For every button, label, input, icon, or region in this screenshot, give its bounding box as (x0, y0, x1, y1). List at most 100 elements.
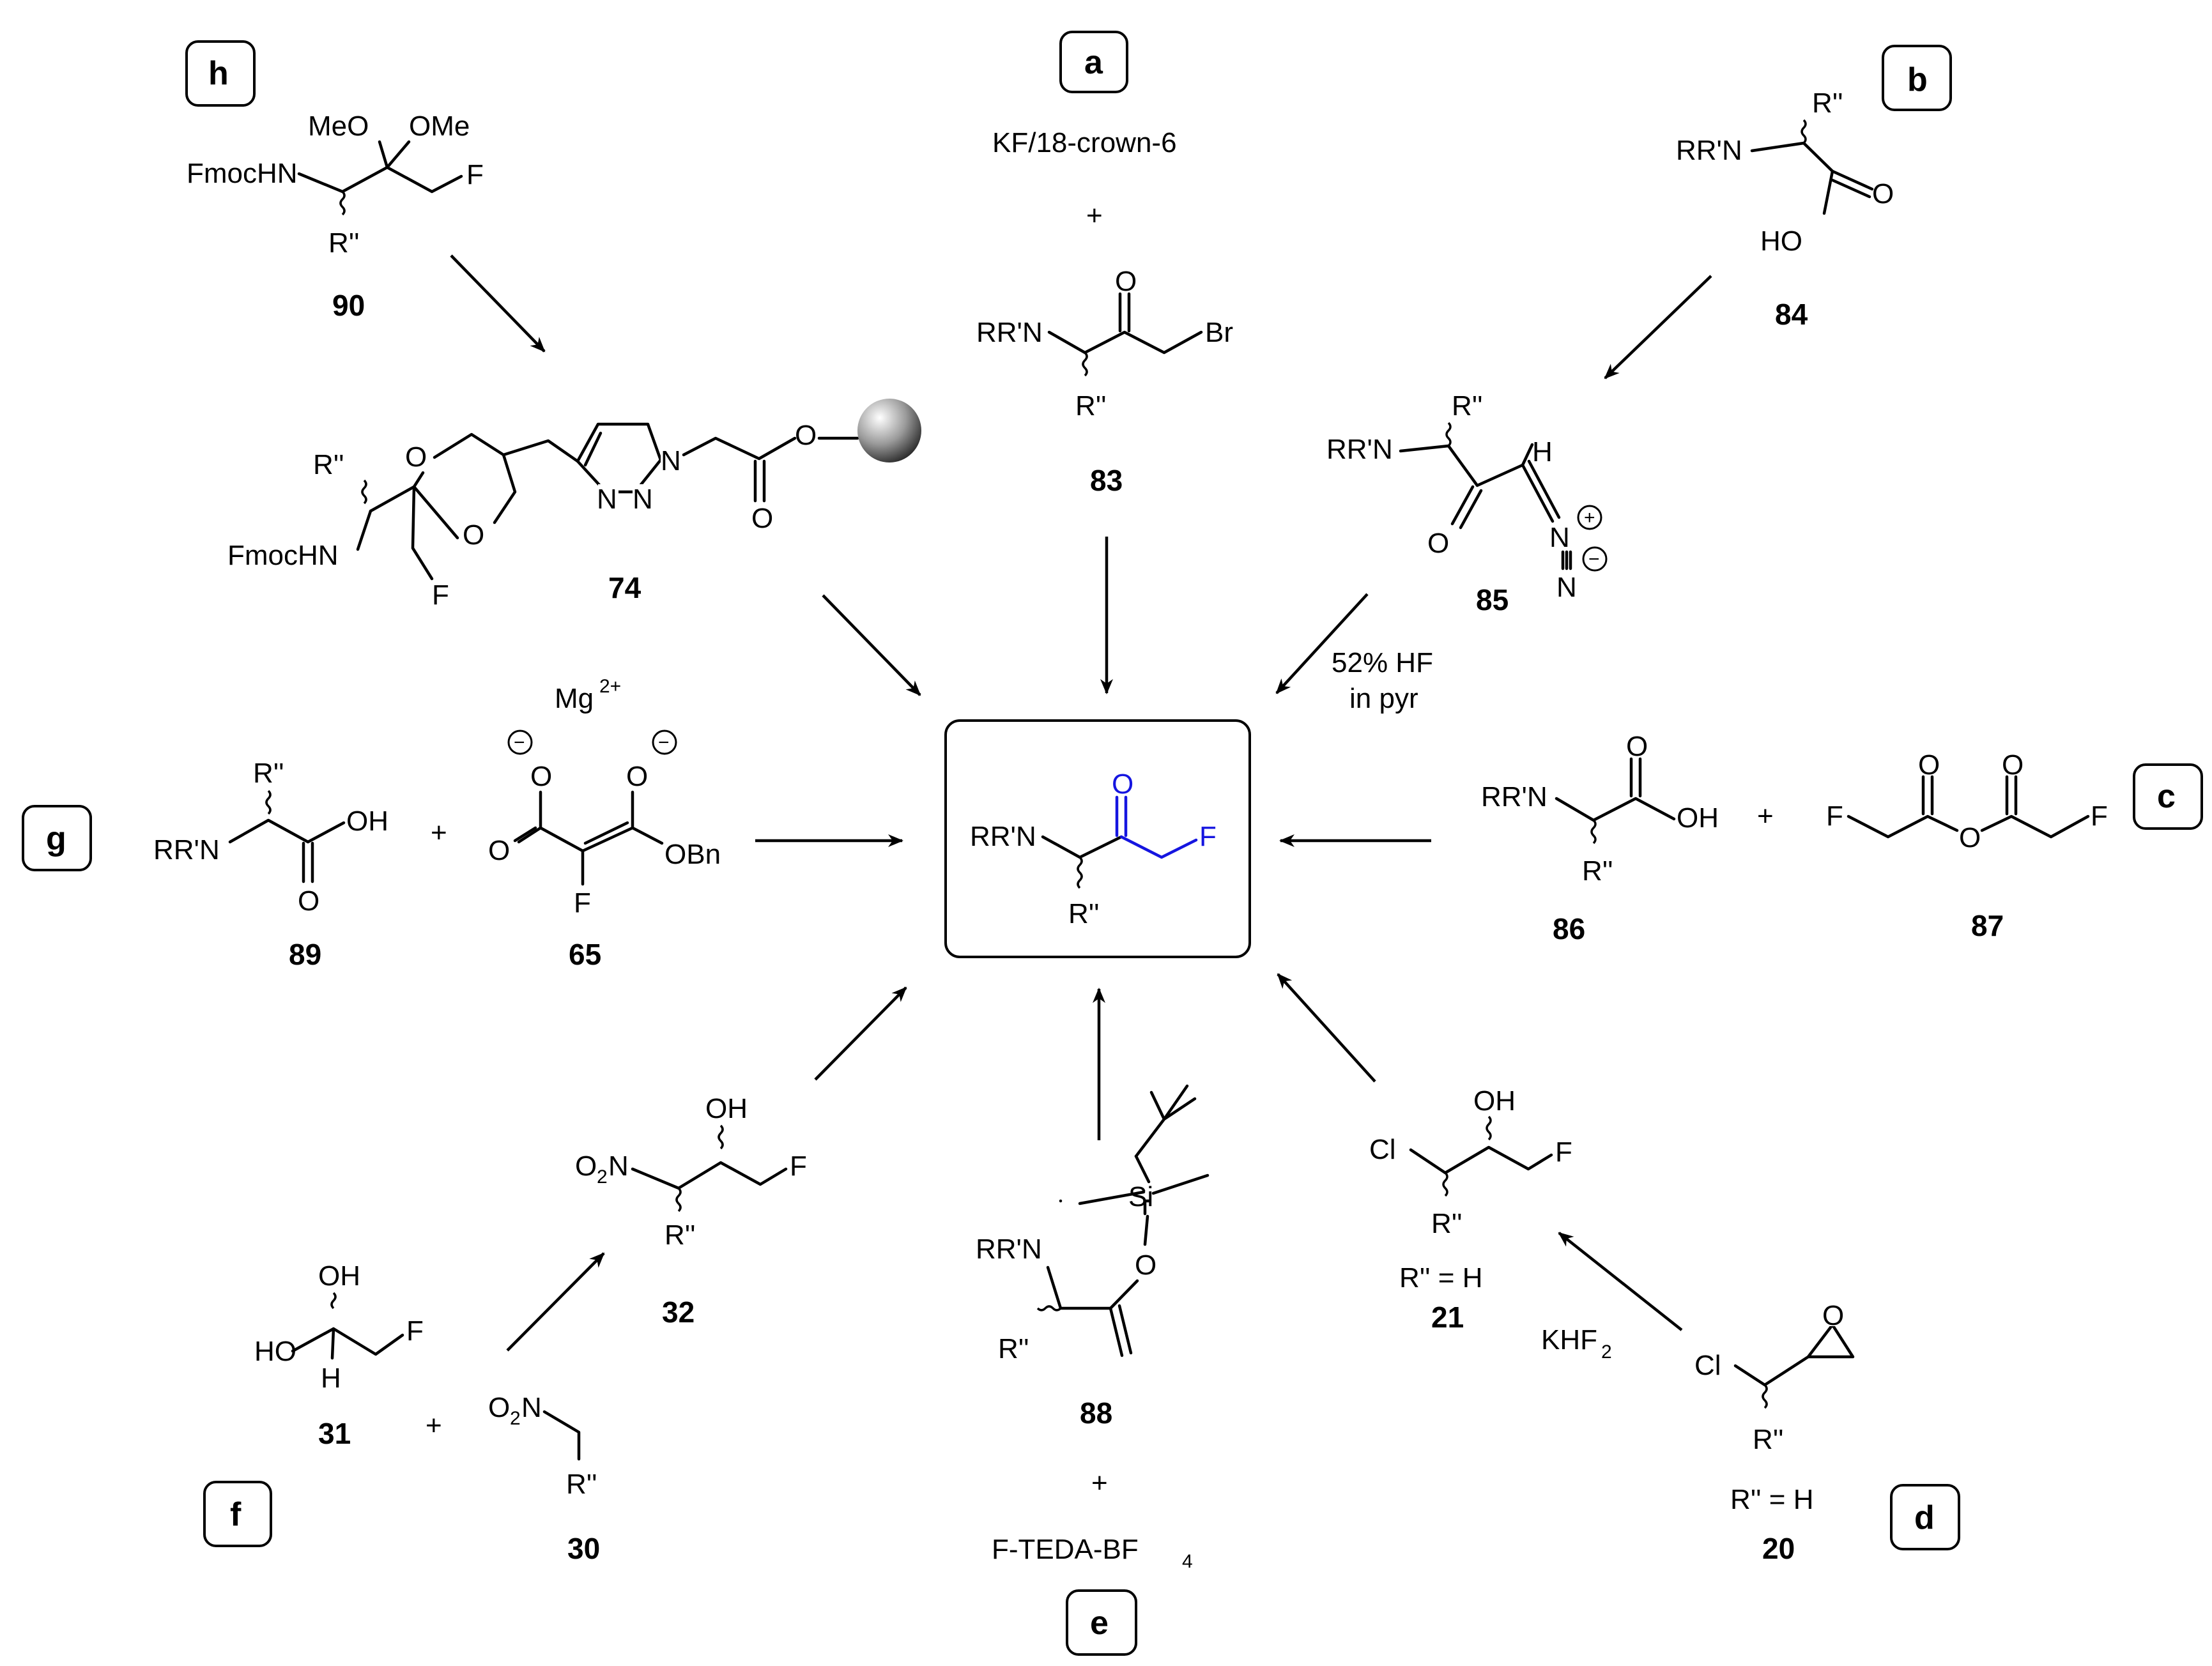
compound-32-n: N (608, 1150, 629, 1182)
route-f-plus: + (426, 1410, 442, 1441)
route-b-tag: b (1907, 61, 1928, 98)
compound-21-f: F (1555, 1136, 1572, 1168)
route-e: e Si O RR'N R'' 88 + F-TEDA-BF 4 (976, 988, 1210, 1656)
compound-85-o: O (1427, 528, 1449, 559)
route-a-tag-box (1059, 31, 1128, 93)
compound-65-minus-circle-1 (507, 730, 533, 755)
compound-74-label: 74 (608, 571, 641, 604)
compound-87-o2: O (2002, 749, 2024, 781)
route-g-plus: + (431, 817, 447, 848)
compound-89-amine: RR'N (153, 834, 220, 866)
compound-74-o-ester: O (795, 420, 817, 451)
product-side-chain: R'' (1068, 898, 1100, 929)
route-a: a KF/18-crown-6 + RR'N O Br R'' 83 (976, 31, 1233, 694)
compound-30-label: 30 (567, 1532, 600, 1565)
compound-65-obn: OBn (664, 839, 721, 870)
compound-74-r: R'' (313, 449, 344, 480)
route-g-tag: g (46, 820, 66, 857)
route-d: d OH Cl F R'' R'' = H 21 KHF 2 Cl O R'' … (1277, 973, 1960, 1565)
compound-87-label: 87 (1971, 909, 2004, 942)
compound-74-o2: O (463, 519, 484, 551)
product-molecule: RR'N O F R'' (944, 719, 1251, 958)
compound-21-r: R'' (1431, 1208, 1463, 1239)
compound-86-o: O (1626, 731, 1648, 762)
compound-30-r: R'' (566, 1469, 597, 1500)
compound-74-n1: N (597, 484, 617, 515)
route-f-tag: f (230, 1496, 242, 1533)
route-d-tag: d (1914, 1499, 1935, 1536)
compound-83-r: R'' (1075, 390, 1107, 422)
compound-87-f-right: F (2091, 800, 2108, 832)
route-b-conditions-1: 52% HF (1332, 647, 1433, 678)
compound-89-o: O (298, 885, 319, 917)
route-g-tag-box (22, 805, 92, 871)
compound-65-label: 65 (569, 938, 601, 971)
resin-bead (857, 399, 921, 462)
compound-89-label: 89 (289, 938, 321, 971)
compound-85-minus-circle (1582, 546, 1608, 572)
route-e-plus: + (1091, 1467, 1108, 1499)
compound-74-n2: N (633, 484, 653, 515)
route-h-tag-box (185, 40, 256, 107)
route-c-plus: + (1757, 800, 1774, 832)
compound-32-o: O (575, 1150, 597, 1182)
route-a-tag: a (1084, 44, 1103, 81)
compound-74-o-carbonyl: O (751, 503, 773, 534)
compound-88-si: Si (1128, 1181, 1153, 1212)
route-a-reagent: KF/18-crown-6 (992, 127, 1177, 158)
product-fluorine: F (1199, 821, 1217, 852)
compound-65-mg-charge: 2+ (599, 676, 621, 697)
compound-85-plus: + (1584, 507, 1595, 528)
compound-74-n3: N (661, 445, 681, 477)
compound-30-o: O (488, 1392, 510, 1423)
compound-21-oh: OH (1473, 1085, 1516, 1117)
compound-31-label: 31 (318, 1417, 351, 1450)
compound-88-label: 88 (1080, 1396, 1112, 1430)
compound-90-f: F (466, 159, 484, 190)
compound-65-minus-1: − (514, 732, 525, 753)
compound-84-o: O (1872, 178, 1894, 210)
compound-20-cl: Cl (1694, 1350, 1721, 1381)
compound-85-amine: RR'N (1326, 434, 1393, 465)
compound-85-minus: − (1588, 549, 1600, 570)
compound-31-h: H (321, 1363, 341, 1394)
compound-85-r: R'' (1452, 390, 1483, 422)
route-c-tag: c (2157, 778, 2176, 815)
compound-74-f: F (432, 579, 449, 611)
compound-21-label: 21 (1431, 1301, 1464, 1334)
compound-30-n: N (521, 1392, 542, 1423)
compound-83-amine: RR'N (976, 317, 1043, 348)
compound-90-meo: MeO (308, 111, 369, 142)
compound-83-o: O (1115, 266, 1137, 297)
compound-90-r: R'' (328, 227, 360, 259)
route-a-plus: + (1086, 200, 1103, 231)
compound-84-label: 84 (1775, 298, 1808, 331)
compound-65-f: F (574, 887, 591, 919)
compound-74-o1: O (405, 441, 427, 473)
compound-84-ho: HO (1760, 225, 1802, 257)
compound-90-ome: OMe (409, 111, 470, 142)
compound-32-sub: 2 (597, 1166, 608, 1188)
compound-83-label: 83 (1090, 464, 1123, 497)
compound-84-amine: RR'N (1676, 135, 1742, 166)
route-e-tag: e (1090, 1605, 1109, 1642)
compound-86-oh: OH (1677, 802, 1719, 834)
compound-88-amine: RR'N (976, 1234, 1042, 1265)
compound-83-br: Br (1205, 317, 1233, 348)
compound-20-o: O (1822, 1300, 1844, 1331)
compound-87-o-bridge: O (1959, 822, 1981, 853)
compound-65-mg: Mg (555, 683, 594, 714)
compound-86-label: 86 (1553, 912, 1585, 945)
product-carbonyl-o: O (1112, 768, 1133, 800)
route-d-tag-box (1890, 1484, 1960, 1550)
compound-65-minus-2: − (658, 732, 670, 753)
compound-89-r: R'' (253, 758, 284, 789)
route-b-conditions-2: in pyr (1349, 683, 1418, 714)
compound-84-r: R'' (1812, 88, 1843, 119)
route-c: c RR'N O OH R'' 86 + F O O O F 87 (1279, 731, 2203, 945)
route-d-reagent-sub: 2 (1601, 1341, 1612, 1363)
compound-85-h: H (1532, 436, 1553, 468)
compound-88-o: O (1135, 1250, 1156, 1281)
compound-85-plus-circle (1577, 505, 1602, 530)
